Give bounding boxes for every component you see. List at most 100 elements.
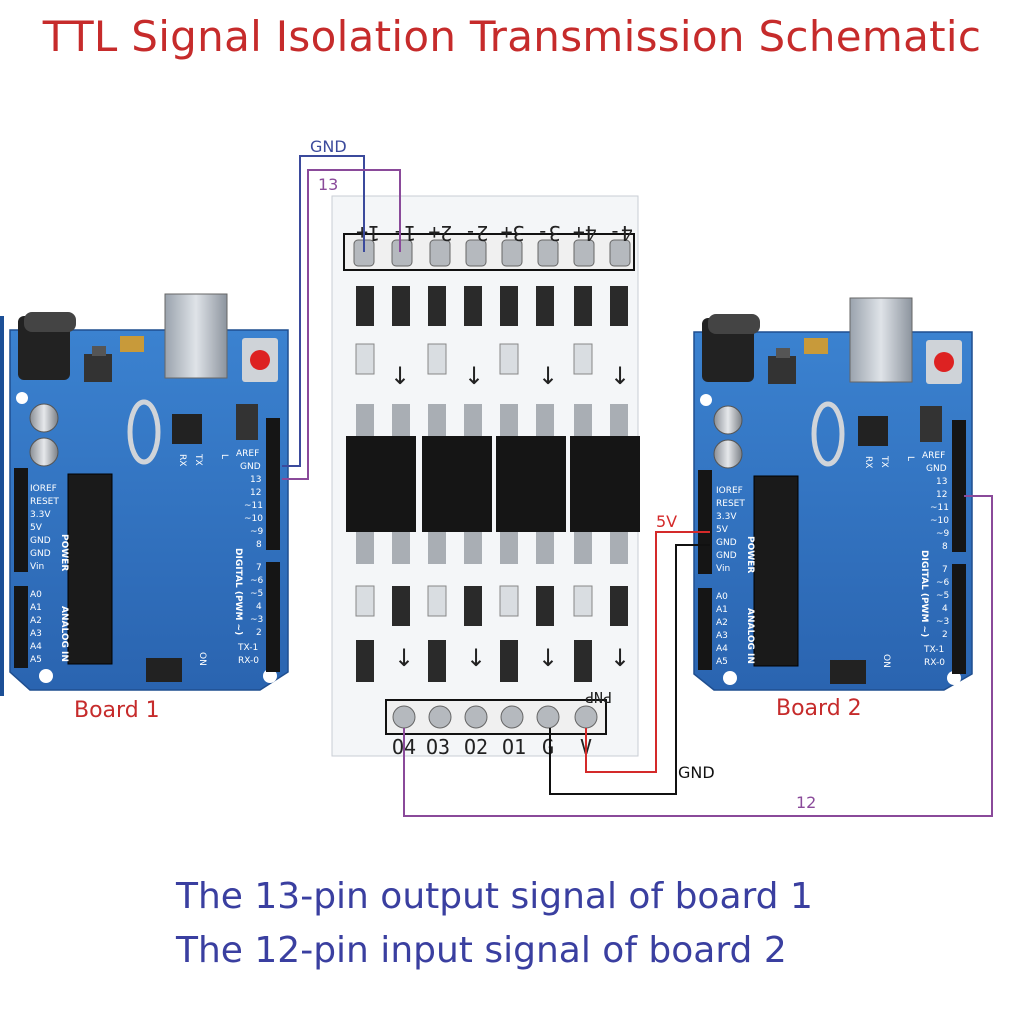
b2-pin-a0: A0 <box>716 592 728 602</box>
board-2-power-labels: IOREF RESET 3.3V 5V GND GND Vin POWER <box>716 486 755 574</box>
svg-text:↓: ↓ <box>464 362 484 390</box>
b2-pin-3: ~3 <box>936 617 949 627</box>
b1-pin-13: 13 <box>250 475 261 485</box>
board-1-power-labels: IOREF RESET 3.3V 5V GND GND Vin POWER <box>30 484 69 572</box>
b2-pin-5: ~5 <box>936 591 949 601</box>
b1-pin-a1: A1 <box>30 603 42 613</box>
isolation-module: ↓ ↓ ↓ ↓ <box>331 195 640 757</box>
b1-pin-gnd: GND <box>240 462 261 472</box>
b1-digital-header: DIGITAL (PWM ~) <box>233 548 243 635</box>
b2-l-label: L <box>905 456 915 461</box>
b2-pin-7: 7 <box>942 565 948 575</box>
b1-l-label: L <box>219 454 229 459</box>
b1-rx-label: RX <box>177 454 187 466</box>
b2-tx-label: TX <box>879 455 889 468</box>
wire-label-5v: 5V <box>656 512 677 531</box>
b1-pin-gnd2: GND <box>30 549 51 559</box>
b1-pin-vin: Vin <box>30 562 44 572</box>
b2-pin-a3: A3 <box>716 631 728 641</box>
module-pnp-label: PNP <box>585 688 612 706</box>
b1-pin-reset: RESET <box>30 497 59 507</box>
module-label-o2: O2 <box>464 735 488 759</box>
b1-pin-4: 4 <box>256 602 262 612</box>
wire-label-13: 13 <box>318 175 338 194</box>
b1-power-header: POWER <box>59 534 69 571</box>
b1-pin-3v3: 3.3V <box>30 510 51 520</box>
b2-pin-a4: A4 <box>716 644 728 654</box>
b2-pin-rx: RX-0 <box>924 658 945 668</box>
b1-pin-a3: A3 <box>30 629 42 639</box>
b2-pin-4: 4 <box>942 604 948 614</box>
wire-gnd-top <box>282 155 365 467</box>
svg-text:↓: ↓ <box>610 362 630 390</box>
b1-pin-aref: AREF <box>236 449 259 459</box>
svg-text:↓: ↓ <box>610 644 630 672</box>
board-1-digital-labels: AREF GND 13 12 ~11 ~10 ~9 8 7 ~6 ~5 4 ~3… <box>177 449 264 666</box>
b1-pin-8: 8 <box>256 540 262 550</box>
b1-pin-12: 12 <box>250 488 261 498</box>
b1-pin-5v: 5V <box>30 523 43 533</box>
caption-line-1: The 13-pin output signal of board 1 <box>176 876 813 917</box>
b2-pin-6: ~6 <box>936 578 950 588</box>
svg-text:↓: ↓ <box>466 644 486 672</box>
b2-pin-vin: Vin <box>716 564 730 574</box>
wire-label-gnd-top: GND <box>310 137 347 156</box>
b2-pin-ioref: IOREF <box>716 486 743 496</box>
b1-pin-a4: A4 <box>30 642 42 652</box>
svg-text:↓: ↓ <box>538 362 558 390</box>
b2-pin-3v3: 3.3V <box>716 512 737 522</box>
b1-pin-rx: RX-0 <box>238 656 259 666</box>
b1-pin-2: 2 <box>256 628 262 638</box>
b1-pin-3: ~3 <box>250 615 263 625</box>
b1-pin-5: ~5 <box>250 589 263 599</box>
b2-pin-8: 8 <box>942 542 948 552</box>
b1-pin-a0: A0 <box>30 590 42 600</box>
board-2 <box>693 297 973 691</box>
b1-pin-a2: A2 <box>30 616 42 626</box>
diagram-title: TTL Signal Isolation Transmission Schema… <box>42 12 982 61</box>
board-1-analog-labels: A0 A1 A2 A3 A4 A5 ANALOG IN <box>30 590 69 665</box>
module-label-o3: O3 <box>426 735 450 759</box>
b2-pin-tx: TX-1 <box>923 645 944 655</box>
wire-5v <box>585 531 710 773</box>
b1-pin-gnd1: GND <box>30 536 51 546</box>
b2-power-header: POWER <box>745 536 755 573</box>
wire-label-12: 12 <box>796 793 816 812</box>
b2-pin-reset: RESET <box>716 499 745 509</box>
b2-pin-gnd2: GND <box>716 551 737 561</box>
board-1 <box>0 293 289 696</box>
caption-line-2: The 12-pin input signal of board 2 <box>176 930 787 971</box>
module-label-o1: O1 <box>502 735 526 759</box>
b2-pin-a5: A5 <box>716 657 728 667</box>
b2-pin-11: ~11 <box>930 503 949 513</box>
wire-label-gnd-bottom: GND <box>678 763 715 782</box>
board-2-analog-labels: A0 A1 A2 A3 A4 A5 ANALOG IN <box>716 592 755 667</box>
board-2-label: Board 2 <box>776 696 862 721</box>
b1-pin-9: ~9 <box>250 527 264 537</box>
b1-on-label: ON <box>197 652 207 666</box>
b1-pin-a5: A5 <box>30 655 42 665</box>
b2-pin-2: 2 <box>942 630 948 640</box>
wires <box>282 155 993 817</box>
b1-tx-label: TX <box>193 453 203 466</box>
b2-pin-a1: A1 <box>716 605 728 615</box>
svg-text:↓: ↓ <box>538 644 558 672</box>
b2-pin-gnd1: GND <box>716 538 737 548</box>
module-label-g: G <box>542 735 554 759</box>
b2-pin-a2: A2 <box>716 618 728 628</box>
b2-on-label: ON <box>881 654 891 668</box>
wire-pin13 <box>282 169 401 480</box>
b1-pin-ioref: IOREF <box>30 484 57 494</box>
b2-pin-gnd: GND <box>926 464 947 474</box>
wire-labels: GND 13 5V GND 12 <box>310 137 816 812</box>
b2-pin-13: 13 <box>936 477 947 487</box>
svg-text:↓: ↓ <box>394 644 414 672</box>
board-2-digital-labels: AREF GND 13 12 ~11 ~10 ~9 8 7 ~6 ~5 4 ~3… <box>863 451 950 668</box>
svg-text:↓: ↓ <box>390 362 410 390</box>
b2-pin-10: ~10 <box>930 516 949 526</box>
b2-pin-9: ~9 <box>936 529 950 539</box>
wire-pin12 <box>403 495 993 817</box>
wire-gnd-bottom <box>549 544 710 795</box>
b1-pin-7: 7 <box>256 563 262 573</box>
